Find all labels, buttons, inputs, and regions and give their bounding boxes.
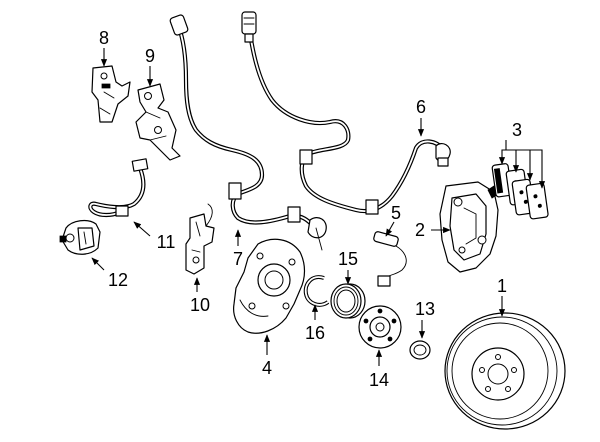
callout-5: 5 (391, 203, 401, 223)
callout-16: 16 (305, 323, 325, 343)
part-11-brake-hose (88, 158, 149, 218)
leader-11 (133, 221, 151, 237)
part-5-wear-sensor (373, 231, 407, 287)
callout-2: 2 (415, 220, 425, 240)
part-13-dust-cap (409, 340, 431, 360)
callout-9: 9 (145, 46, 155, 66)
part-7-sensor-harness (169, 14, 327, 251)
callout-7: 7 (233, 249, 243, 269)
part-4-splash-shield (233, 238, 306, 334)
callout-12: 12 (108, 270, 128, 290)
leader-5 (385, 221, 395, 237)
callout-15: 15 (338, 249, 358, 269)
part-10-shield-bracket (185, 203, 215, 275)
part-15-wheel-bearing (330, 283, 366, 319)
callout-1: 1 (497, 276, 507, 296)
callout-4: 4 (262, 358, 272, 378)
part-14-wheel-hub (358, 305, 402, 349)
leader-12 (91, 257, 105, 271)
callout-labels: 1 2 3 4 5 6 7 8 9 10 11 12 13 14 15 16 (99, 28, 522, 390)
part-16-snap-ring (303, 275, 330, 307)
callout-10: 10 (190, 295, 210, 315)
part-8-bracket (91, 65, 131, 123)
callout-3: 3 (512, 120, 522, 140)
part-2-brake-caliper (439, 181, 499, 273)
callout-8: 8 (99, 28, 109, 48)
callout-13: 13 (415, 299, 435, 319)
part-12-hose-fitting (59, 219, 101, 255)
callout-6: 6 (416, 97, 426, 117)
leader-3a (502, 140, 506, 164)
part-6-sensor-harness (241, 11, 451, 215)
callout-14: 14 (369, 370, 389, 390)
part-3-brake-pads (491, 163, 549, 220)
leader-3d (506, 149, 546, 189)
leader-lines (91, 48, 546, 366)
callout-11: 11 (157, 232, 176, 252)
part-1-brake-rotor (444, 312, 566, 430)
part-9-bracket (135, 83, 181, 161)
